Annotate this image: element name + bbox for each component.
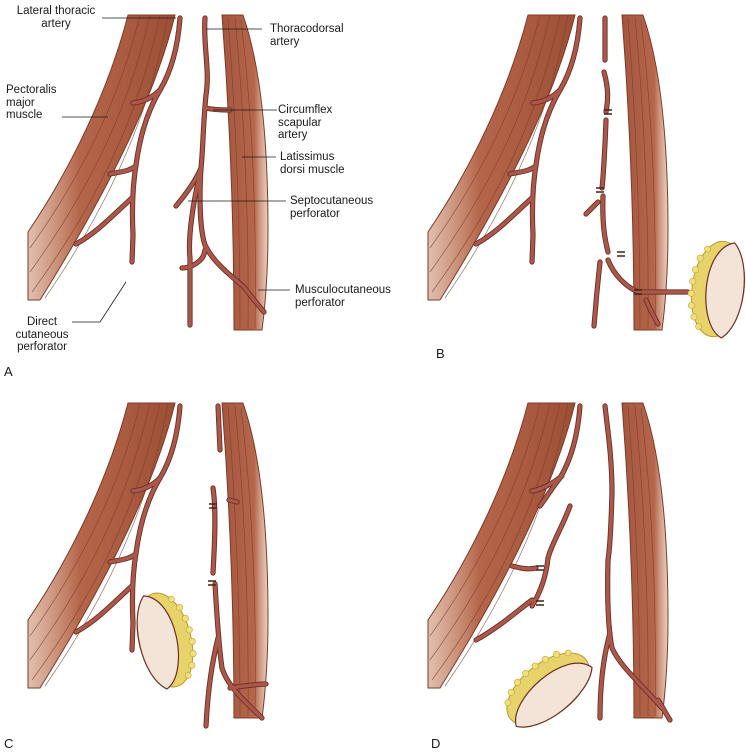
label-pectoralis-major-muscle: Pectoralis major muscle — [6, 84, 57, 121]
panel-d — [427, 402, 673, 740]
label-musculocutaneous-perforator: Musculocutaneous perforator — [295, 284, 391, 309]
label-circumflex-scapular-artery: Circumflex scapular artery — [278, 104, 333, 141]
label-septocutaneous-perforator: Septocutaneous perforator — [290, 195, 374, 220]
panel-letter-d: D — [431, 736, 441, 751]
label-direct-cutaneous-perforator: Direct cutaneous perforator — [15, 316, 69, 353]
panel-c — [27, 402, 269, 729]
label-thoracodorsal-artery: Thoracodorsal artery — [270, 23, 344, 48]
panel-b — [427, 14, 746, 341]
panel-letter-a: A — [4, 364, 13, 379]
panel-letter-c: C — [4, 736, 14, 751]
panel-letter-b: B — [436, 346, 445, 361]
label-lateral-thoracic-artery: Lateral thoracic artery — [16, 5, 96, 30]
panel-a — [27, 14, 290, 331]
label-latissimus-dorsi-muscle: Latissimus dorsi muscle — [280, 151, 345, 176]
